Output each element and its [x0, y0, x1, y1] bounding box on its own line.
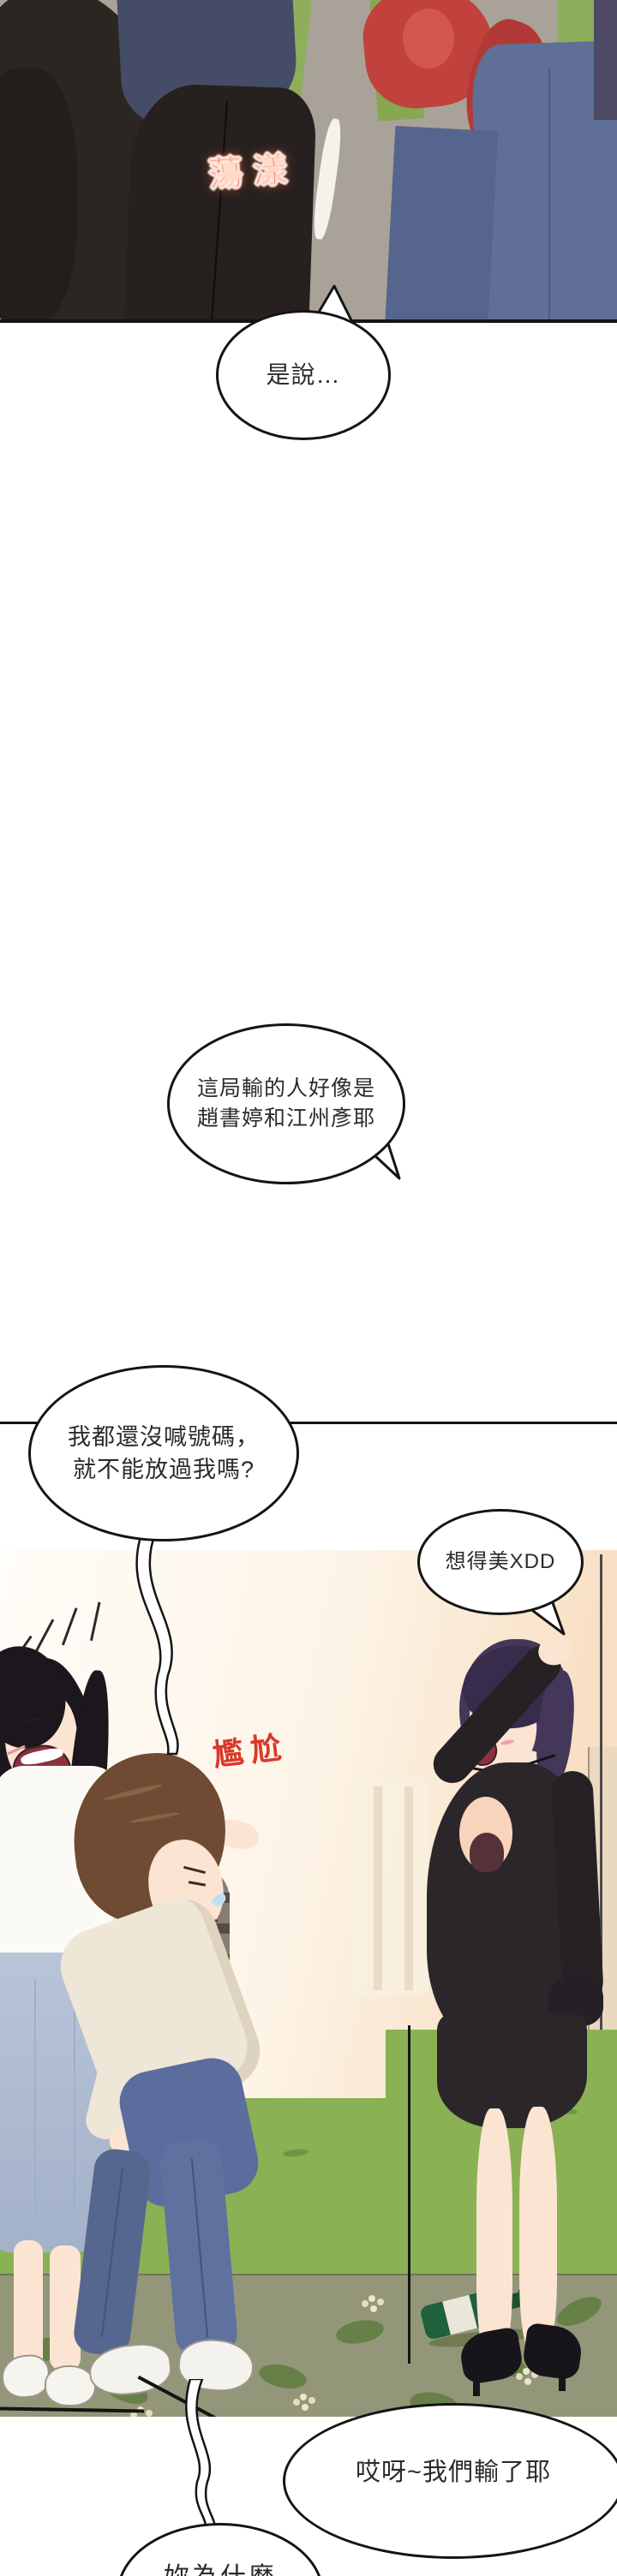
left-woman-leg	[14, 2240, 43, 2369]
bubble-3-tail	[135, 1531, 179, 1756]
bubble-3: 我都還沒喊號碼， 就不能放過我嗎?	[28, 1365, 299, 1541]
bubble-3-line-2: 就不能放過我嗎?	[72, 1457, 255, 1482]
bubble-2-line-1: 這局輸的人好像是	[196, 1076, 375, 1100]
bubble-4: 想得美XDD	[417, 1509, 584, 1615]
left-woman-skirt-fold	[34, 1978, 36, 2218]
figure-right-jeans-seam	[548, 69, 550, 323]
figure-right-jeans-2	[384, 126, 499, 323]
right-woman-heel-spike	[559, 2365, 566, 2391]
bubble-6: 妳為什麼	[117, 2523, 324, 2576]
figure-left-dark-shade	[0, 69, 77, 323]
sfx-embarrassed-text: 尷尬	[211, 1728, 291, 1774]
bg-window-frame	[350, 1781, 428, 1995]
figure-right-red-highlight	[403, 9, 454, 69]
bubble-5-text: 哎呀~我們輸了耶	[356, 2459, 551, 2487]
bubble-1-text: 是說…	[266, 361, 341, 389]
right-woman-cleavage	[470, 1833, 504, 1872]
bubble-3-line-1: 我都還沒喊號碼，	[68, 1423, 260, 1450]
main-panel: 尷尬	[0, 1550, 617, 2417]
bubble-6-tail	[185, 2379, 216, 2531]
bubble-6-text: 妳為什麼	[164, 2560, 277, 2576]
right-woman-leg	[476, 2108, 512, 2357]
right-woman-leg	[519, 2107, 557, 2352]
impact-line	[89, 1601, 101, 1642]
figure-far-right-navy	[594, 0, 617, 120]
bubble-4-text: 想得美XDD	[445, 1549, 556, 1573]
left-woman-leg	[50, 2245, 81, 2370]
mat-flower	[523, 2368, 530, 2375]
top-panel: 蕩漾	[0, 0, 617, 323]
scene-vertical-divider	[408, 2025, 410, 2364]
bubble-5: 哎呀~我們輸了耶	[283, 2403, 617, 2559]
sfx-neon-text: 蕩漾	[207, 150, 299, 194]
impact-line	[33, 1619, 54, 1655]
bubble-1: 是說…	[216, 310, 391, 440]
bg-building-right-edge	[600, 1554, 602, 2051]
bubble-2-line-2: 趙書婷和江州彥耶	[196, 1106, 375, 1130]
bg-window-bar-2	[404, 1786, 413, 1990]
left-woman-skirt-fold	[74, 1974, 75, 2222]
mat-flower	[300, 2394, 307, 2400]
right-woman-heel-spike	[473, 2370, 480, 2396]
impact-line	[61, 1607, 78, 1646]
bubble-2: 這局輸的人好像是 趙書婷和江州彥耶	[167, 1023, 405, 1184]
light-gap	[310, 117, 344, 241]
left-woman-shoe	[45, 2365, 96, 2406]
bg-window-bar-1	[374, 1786, 382, 1990]
right-woman-skirt	[437, 2012, 587, 2128]
panel-divider-rule	[0, 1422, 617, 1424]
mat-flower	[368, 2295, 375, 2302]
grass-mid	[240, 2098, 403, 2287]
